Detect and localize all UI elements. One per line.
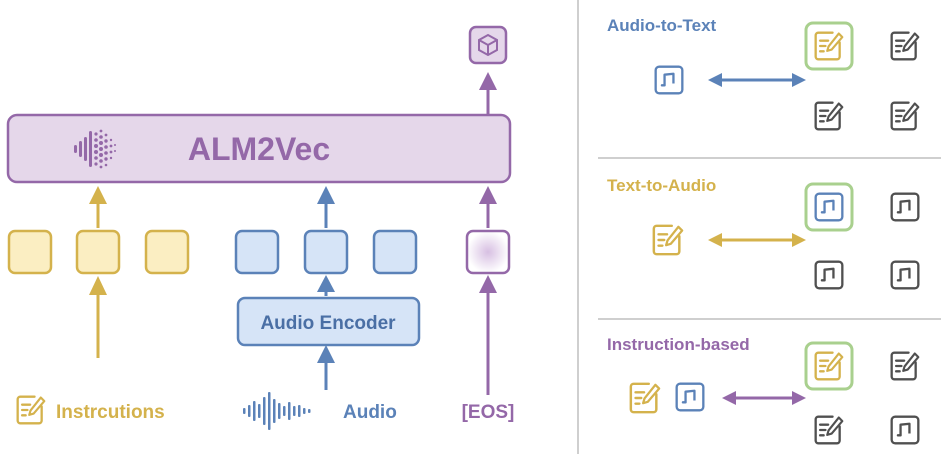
arrowhead <box>317 275 335 292</box>
instructions-label: Instrcutions <box>56 402 165 423</box>
sphere-icon <box>74 129 116 169</box>
instruction-token <box>7 229 53 275</box>
arrowhead <box>708 233 722 247</box>
panel-title: Text-to-Audio <box>607 176 716 195</box>
audio-token <box>303 229 349 275</box>
panel-title: Instruction-based <box>607 335 750 354</box>
note-icon <box>814 415 844 445</box>
arrowhead <box>89 186 107 204</box>
alm2vec-block <box>6 113 512 184</box>
music-icon <box>675 382 705 412</box>
arrowhead <box>479 186 497 204</box>
model-name: ALM2Vec <box>188 131 330 167</box>
note-icon <box>890 351 920 381</box>
positive-highlight <box>804 182 854 232</box>
note-icon <box>629 382 661 414</box>
eos-label: [EOS] <box>462 402 515 423</box>
arrowhead <box>792 73 806 87</box>
music-icon <box>814 192 844 222</box>
audio-encoder-block <box>236 296 421 347</box>
arrowhead <box>708 73 722 87</box>
note-icon <box>814 101 844 131</box>
music-icon <box>890 260 920 290</box>
music-icon <box>890 192 920 222</box>
audio-label: Audio <box>343 402 397 423</box>
arrowhead <box>317 186 335 204</box>
music-icon <box>890 415 920 445</box>
eos-token <box>465 229 511 275</box>
audio-token <box>372 229 418 275</box>
note-icon <box>16 395 46 425</box>
cube-icon <box>468 25 508 65</box>
arrowhead <box>792 391 806 405</box>
instruction-token <box>75 229 121 275</box>
positive-highlight <box>804 21 854 71</box>
arrowhead <box>317 345 335 363</box>
note-icon <box>814 351 844 381</box>
positive-highlight <box>804 341 854 391</box>
arrowhead <box>479 72 497 90</box>
note-icon <box>814 31 844 61</box>
panel-audio-to-text: Audio-to-Text <box>607 16 920 131</box>
panel-text-to-audio: Text-to-Audio <box>607 176 920 290</box>
note-icon <box>652 224 684 256</box>
panel-title: Audio-to-Text <box>607 16 717 35</box>
panel-instruction-based: Instruction-based <box>607 335 920 445</box>
note-icon <box>890 31 920 61</box>
audio-token <box>234 229 280 275</box>
audio-encoder-label: Audio Encoder <box>260 313 396 334</box>
arrowhead <box>479 275 497 293</box>
arrowhead <box>89 276 107 295</box>
music-icon <box>654 65 684 95</box>
note-icon <box>890 101 920 131</box>
music-icon <box>814 260 844 290</box>
instruction-token <box>144 229 190 275</box>
arrowhead <box>722 391 736 405</box>
waveform-icon <box>243 392 311 430</box>
arrowhead <box>792 233 806 247</box>
